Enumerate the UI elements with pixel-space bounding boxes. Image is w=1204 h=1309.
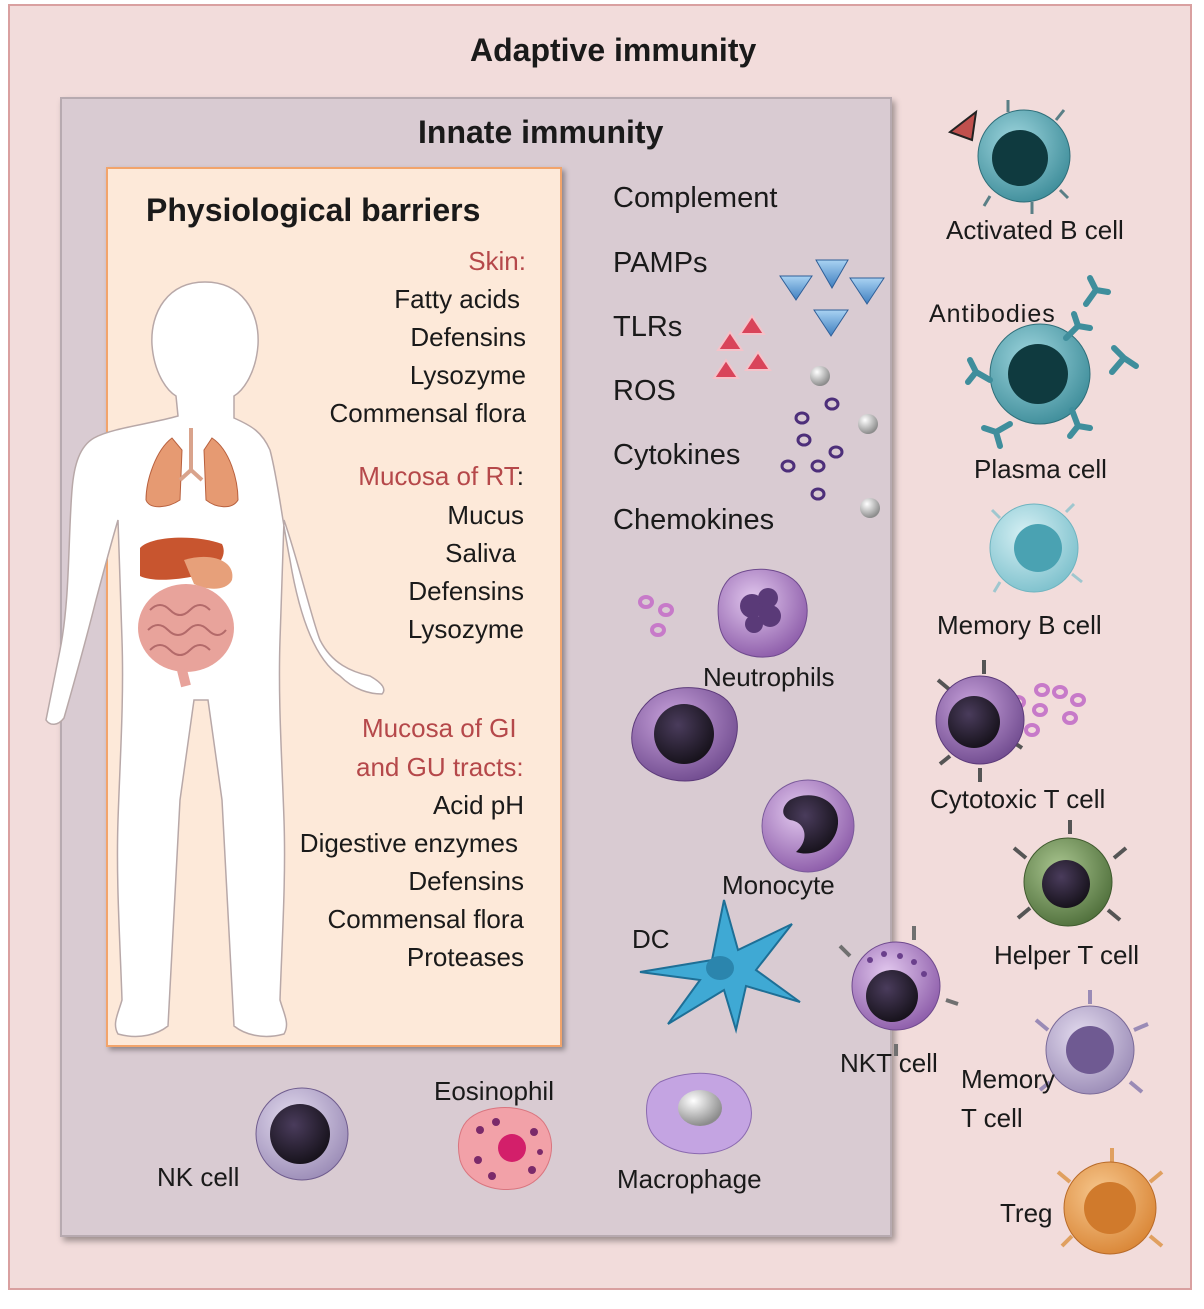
physiological-barriers-title: Physiological barriers [146, 192, 481, 228]
macrophage-cell-icon [646, 1072, 752, 1155]
neutrophils-label: Neutrophils [703, 662, 835, 692]
dc-label: DC [632, 924, 670, 954]
nkt-cell-icon [838, 926, 959, 1056]
gi-heading-line1: Mucosa of GI [362, 713, 517, 743]
gi-item: Digestive enzymes [299, 828, 518, 858]
neutrophil-cell-icon [717, 568, 808, 658]
gi-item: Acid pH [432, 790, 524, 820]
antibodies-label: Antibodies [929, 300, 1056, 328]
tlrs-triangles-icon [712, 314, 772, 379]
macrophage-label: Macrophage [617, 1164, 762, 1194]
ros-spheres-icon [810, 366, 880, 518]
monocyte-cell-icon [761, 779, 855, 873]
rt-item: Saliva [445, 538, 516, 568]
skin-item: Fatty acids [394, 284, 520, 314]
molecule-label: Cytokines [613, 439, 741, 471]
chemokine-rings-icon [638, 595, 1086, 737]
treg-label: Treg [1000, 1198, 1053, 1228]
adaptive-immunity-title: Adaptive immunity [470, 32, 757, 68]
innate-immunity-title: Innate immunity [418, 114, 664, 150]
memory-t-cell-label-line2: T cell [961, 1103, 1023, 1133]
eosinophil-label: Eosinophil [434, 1076, 554, 1106]
rt-heading-colon: : [516, 461, 524, 491]
memory-b-cell-label: Memory B cell [937, 610, 1102, 640]
treg-cell-icon [1056, 1148, 1164, 1255]
nk-cell-icon [255, 1087, 349, 1181]
rt-heading-text: Mucosa of RT [358, 461, 517, 491]
human-body-illustration [45, 281, 385, 1038]
pamps-triangles-icon [779, 259, 885, 337]
skin-heading: Skin: [468, 246, 526, 276]
memory-t-cell-icon [1034, 990, 1149, 1095]
rt-item: Mucus [447, 500, 524, 530]
cytotoxic-t-cell-icon [935, 660, 1025, 782]
activated-b-cell-icon [947, 100, 1071, 214]
skin-item: Lysozyme [409, 360, 526, 390]
memory-b-cell-icon [989, 502, 1083, 593]
molecule-label: Complement [613, 182, 778, 214]
cytotoxic-t-cell-label: Cytotoxic T cell [930, 784, 1106, 814]
skin-item: Defensins [410, 322, 526, 352]
gi-item: Commensal flora [327, 904, 524, 934]
cytokine-rings-icon [780, 397, 844, 501]
plasma-cell-icon [989, 323, 1091, 425]
dendritic-cell-icon [639, 899, 801, 1034]
rt-item: Lysozyme [407, 614, 524, 644]
eosinophil-cell-icon [457, 1107, 552, 1190]
helper-t-cell-label: Helper T cell [994, 940, 1139, 970]
rt-heading: Mucosa of RT: [358, 463, 524, 489]
nkt-cell-label: NKT cell [840, 1048, 938, 1078]
nk-cell-label: NK cell [157, 1162, 240, 1192]
memory-t-cell-label-line1: Memory [961, 1064, 1055, 1094]
plasma-cell-label: Plasma cell [974, 454, 1107, 484]
gi-heading-line2: and GU tracts: [356, 752, 524, 782]
molecule-label: Chemokines [613, 504, 775, 536]
gi-item: Proteases [406, 942, 524, 972]
molecule-label: TLRs [613, 311, 683, 343]
granulocyte-cell-icon [631, 687, 738, 782]
molecule-label: ROS [613, 375, 676, 407]
gi-item: Defensins [408, 866, 524, 896]
molecule-label: PAMPs [613, 247, 708, 279]
skin-item: Commensal flora [329, 398, 526, 428]
monocyte-label: Monocyte [722, 870, 835, 900]
antibody-icons [965, 275, 1139, 449]
rt-item: Defensins [408, 576, 524, 606]
activated-b-cell-label: Activated B cell [946, 215, 1124, 245]
helper-t-cell-icon [1012, 820, 1128, 927]
